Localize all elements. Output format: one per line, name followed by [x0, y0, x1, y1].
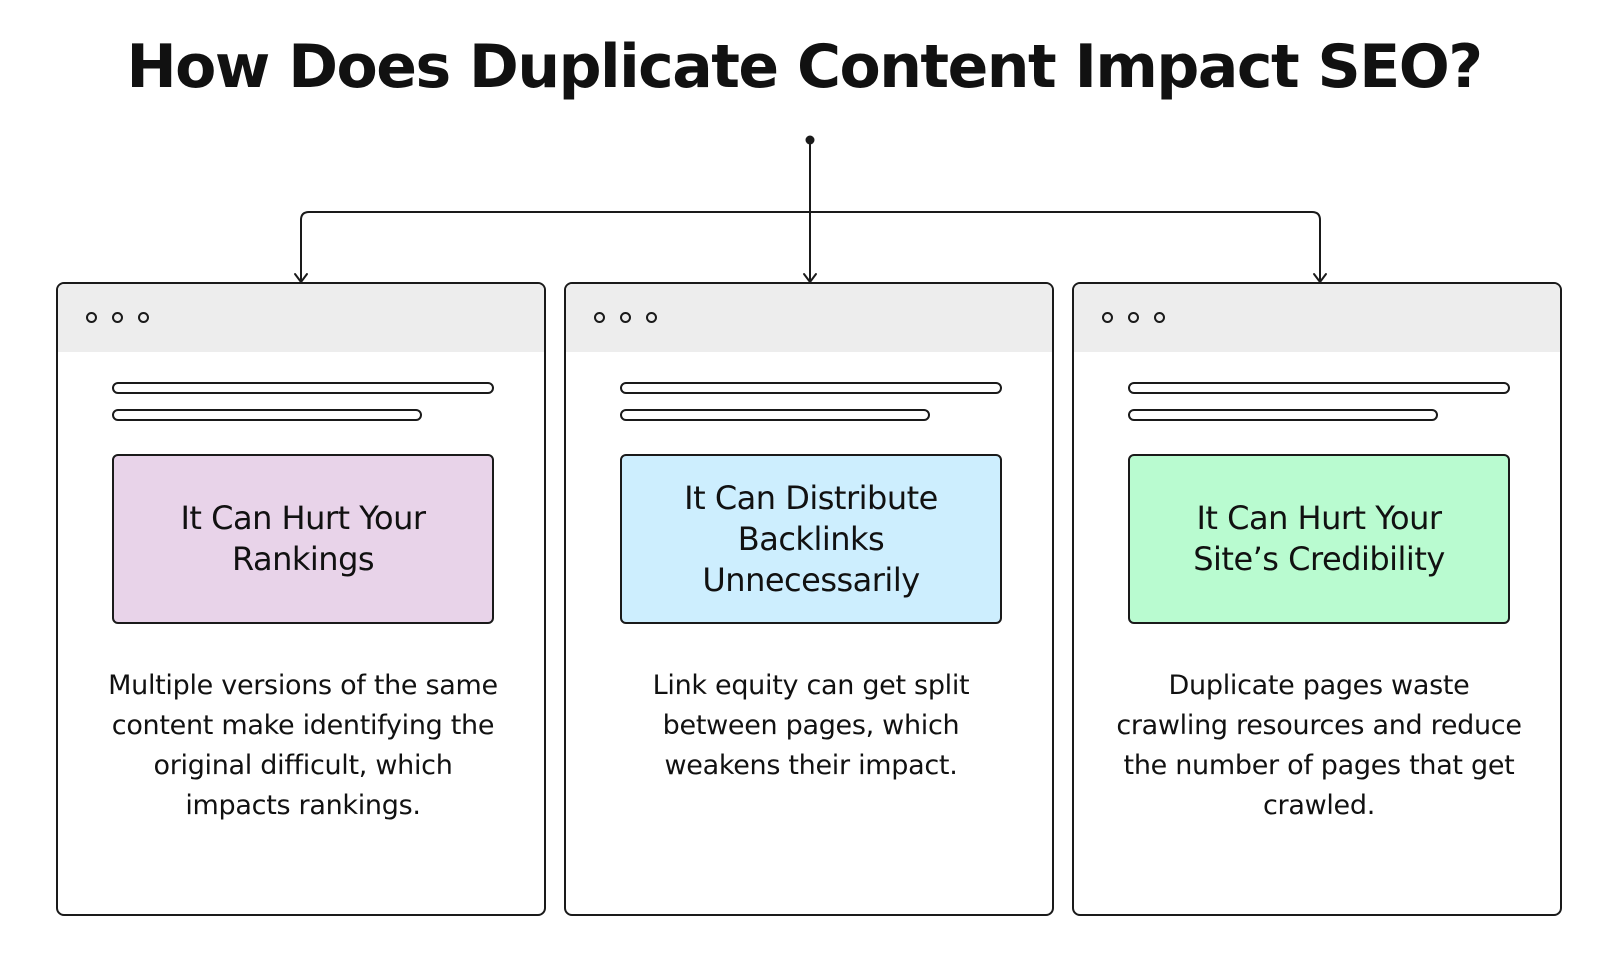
- arrowhead-right: [1313, 273, 1327, 283]
- card-label-box: It Can Distribute Backlinks Unnecessaril…: [620, 454, 1002, 624]
- diagram-title: How Does Duplicate Content Impact SEO?: [126, 32, 1483, 102]
- window-dot-icon: [594, 312, 605, 323]
- text-placeholder-line: [1128, 382, 1510, 394]
- window-dot-icon: [1102, 312, 1113, 323]
- card-label: It Can Distribute Backlinks Unnecessaril…: [684, 478, 938, 599]
- window-title-bar: [1074, 284, 1560, 352]
- browser-card-rankings: It Can Hurt Your Rankings Multiple versi…: [56, 282, 546, 916]
- connector-branch: [300, 211, 1321, 283]
- text-placeholder-line: [620, 382, 1002, 394]
- window-dot-icon: [1128, 312, 1139, 323]
- card-description: Link equity can get split between pages,…: [652, 670, 970, 781]
- window-dot-icon: [1154, 312, 1165, 323]
- window-dot-icon: [620, 312, 631, 323]
- window-dot-icon: [646, 312, 657, 323]
- window-dot-icon: [112, 312, 123, 323]
- arrowhead-center: [803, 273, 817, 283]
- window-dot-icon: [138, 312, 149, 323]
- arrowhead-left: [294, 273, 308, 283]
- browser-card-backlinks: It Can Distribute Backlinks Unnecessaril…: [564, 282, 1054, 916]
- text-placeholder-line: [112, 382, 494, 394]
- card-label: It Can Hurt Your Site’s Credibility: [1193, 499, 1445, 578]
- connector-origin-dot: [805, 135, 815, 145]
- card-description: Multiple versions of the same content ma…: [108, 670, 498, 821]
- browser-card-credibility: It Can Hurt Your Site’s Credibility Dupl…: [1072, 282, 1562, 916]
- card-label-box: It Can Hurt Your Site’s Credibility: [1128, 454, 1510, 624]
- text-placeholder-line: [112, 409, 422, 421]
- card-label-box: It Can Hurt Your Rankings: [112, 454, 494, 624]
- text-placeholder-line: [1128, 409, 1438, 421]
- card-label: It Can Hurt Your Rankings: [180, 499, 426, 578]
- window-title-bar: [58, 284, 544, 352]
- window-title-bar: [566, 284, 1052, 352]
- card-description: Duplicate pages waste crawling resources…: [1116, 670, 1522, 821]
- window-dot-icon: [86, 312, 97, 323]
- text-placeholder-line: [620, 409, 930, 421]
